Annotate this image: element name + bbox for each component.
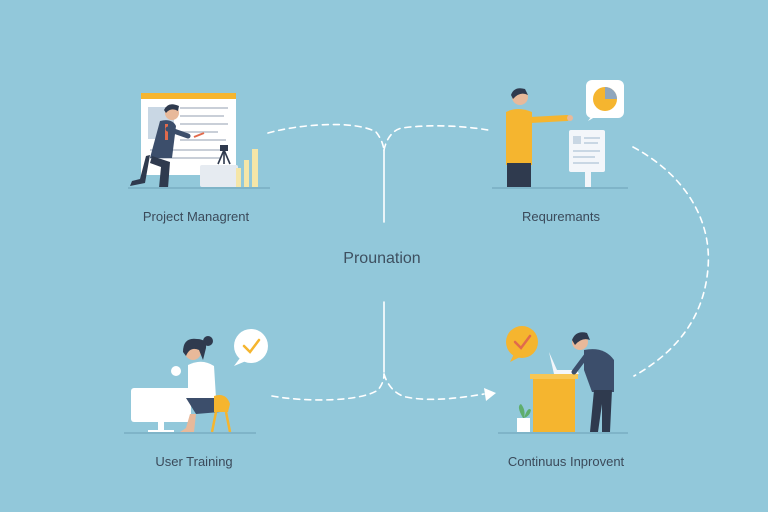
person-legs xyxy=(590,390,612,432)
connector-top-right xyxy=(383,125,489,151)
chart-bar-2 xyxy=(244,160,249,187)
podium-icon xyxy=(533,378,575,433)
checkmark-icon xyxy=(513,334,532,350)
chart-bar-1 xyxy=(236,168,241,187)
person-hair xyxy=(164,104,179,113)
pie-chart-bubble xyxy=(586,80,624,121)
center-label: Prounation xyxy=(343,250,421,267)
board-header-bar xyxy=(141,93,236,99)
person-legs xyxy=(186,398,220,414)
person-hand xyxy=(567,115,573,121)
person-tie xyxy=(165,124,168,140)
stage-label-continuous-improvement: Continuus Inprovent xyxy=(507,454,625,469)
arrow-head-icon xyxy=(484,388,496,401)
checkmark-bubble xyxy=(506,326,538,362)
person-shin xyxy=(180,414,196,432)
chair-icon xyxy=(214,395,230,412)
person-legs xyxy=(507,163,531,188)
person-arm xyxy=(165,126,191,139)
person-torso xyxy=(506,109,532,165)
camera-body xyxy=(220,145,228,151)
connector-bottom-right xyxy=(383,373,485,401)
monitor-icon xyxy=(131,388,191,422)
continuous-improvement-illustration xyxy=(498,326,628,434)
pen-icon xyxy=(193,132,205,138)
person-top xyxy=(188,361,216,398)
laptop-icon xyxy=(200,165,238,187)
person-hair xyxy=(511,88,528,99)
person-leg-back xyxy=(130,155,150,186)
person-hair xyxy=(572,332,590,345)
thought-icon xyxy=(171,366,181,376)
person-leg-front xyxy=(150,156,170,188)
connector-bottom-left xyxy=(271,373,385,401)
board-text-lines xyxy=(150,107,228,159)
plant-icon xyxy=(518,404,531,418)
checkmark-icon xyxy=(242,338,261,354)
stage-label-requirements: Requremants xyxy=(521,209,601,224)
chart-bar-3 xyxy=(252,149,258,187)
person-arm xyxy=(527,115,570,123)
user-training-illustration xyxy=(124,329,268,434)
hair-bun xyxy=(203,336,213,346)
camera-tripod-icon xyxy=(217,149,231,165)
plant-pot-icon xyxy=(517,418,530,432)
connector-lines xyxy=(267,123,710,401)
person-torso xyxy=(584,349,614,392)
requirements-illustration xyxy=(492,80,628,189)
connector-top-left xyxy=(267,123,385,151)
requirements-board xyxy=(569,130,605,187)
stage-label-user-training: User Training xyxy=(155,454,233,469)
person-hair xyxy=(183,338,207,360)
checkmark-bubble xyxy=(234,329,268,366)
stage-label-project-management: Project Managrent xyxy=(142,209,250,224)
person-arm xyxy=(571,353,589,375)
project-management-illustration xyxy=(128,93,270,189)
connector-right-loop xyxy=(632,146,710,377)
